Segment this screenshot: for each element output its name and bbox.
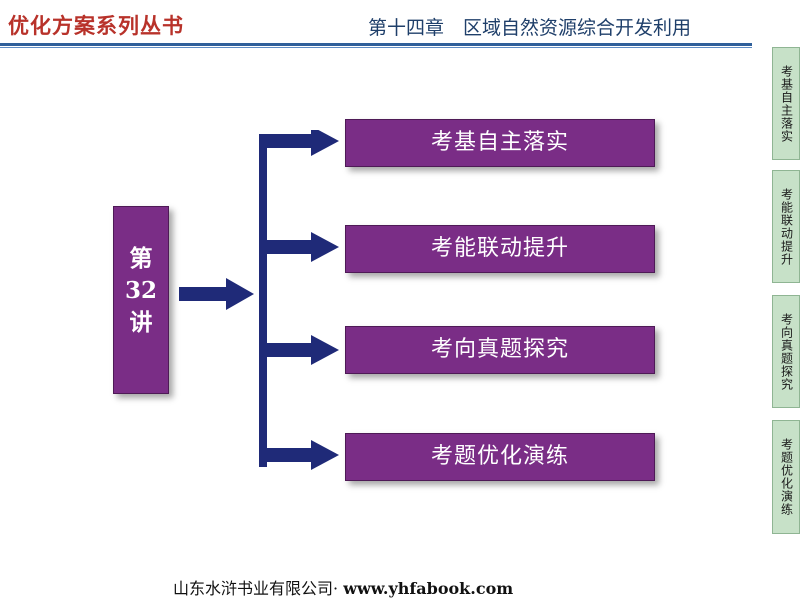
side-tab-3[interactable]: 考向真题探究 [772, 295, 800, 408]
topic-button-1[interactable]: 考基自主落实 [345, 119, 655, 167]
lecture-line-2: 32 [124, 277, 157, 304]
bracket-arrows [179, 130, 339, 470]
topic-button-3[interactable]: 考向真题探究 [345, 326, 655, 374]
bracket-bar [259, 134, 267, 467]
slide-header: 优化方案系列丛书 第十四章 区域自然资源综合开发利用 [0, 0, 800, 48]
header-rule-thin [0, 47, 752, 48]
topic-button-2[interactable]: 考能联动提升 [345, 225, 655, 273]
branch-arrow-icon [263, 232, 339, 262]
side-tab-4[interactable]: 考题优化演练 [772, 420, 800, 534]
publisher-name: 山东水浒书业有限公司· [173, 579, 339, 598]
lecture-line-3: 讲 [129, 309, 153, 336]
lecture-line-1: 第 [129, 245, 153, 272]
topic-button-4[interactable]: 考题优化演练 [345, 433, 655, 481]
branch-arrow-icon [263, 335, 339, 365]
side-tab-2[interactable]: 考能联动提升 [772, 170, 800, 283]
branch-arrow-icon [263, 440, 339, 470]
publisher-url[interactable]: www.yhfabook.com [343, 579, 514, 598]
side-tab-1[interactable]: 考基自主落实 [772, 47, 800, 160]
footer: 山东水浒书业有限公司· www.yhfabook.com [173, 575, 513, 599]
main-arrow-icon [179, 278, 254, 310]
branch-arrow-icon [263, 130, 339, 156]
header-rule [0, 43, 752, 46]
series-title: 优化方案系列丛书 [8, 13, 184, 38]
chapter-title: 第十四章 区域自然资源综合开发利用 [368, 17, 692, 39]
lecture-box: 第 32 讲 [113, 206, 169, 394]
